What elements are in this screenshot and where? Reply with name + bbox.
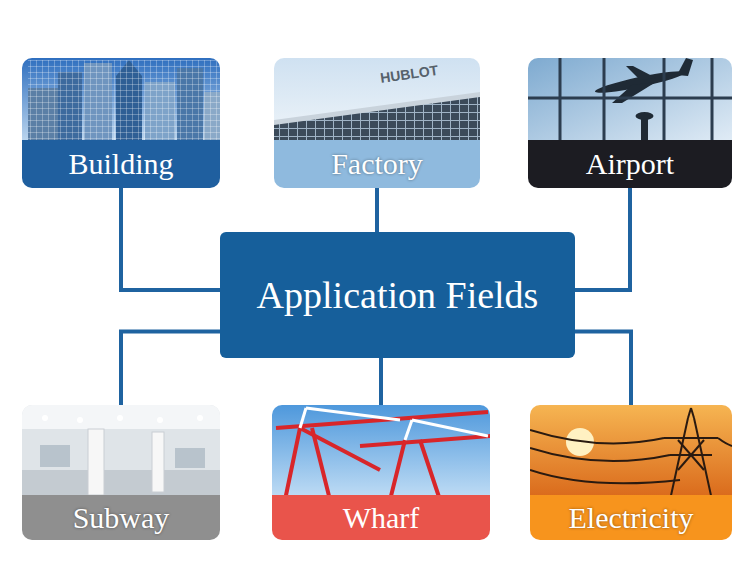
sign-text: HUBLOT — [379, 62, 439, 86]
application-card: Electricity — [530, 405, 732, 540]
card-label: Electricity — [569, 501, 694, 535]
card-label: Wharf — [343, 501, 420, 535]
card-label: Factory — [331, 147, 423, 181]
connector — [121, 332, 220, 405]
connector — [375, 188, 379, 232]
label-band: Airport — [528, 140, 732, 188]
label-band: Wharf — [272, 495, 490, 540]
airport-photo — [528, 58, 732, 148]
application-card: Wharf — [272, 405, 490, 540]
wharf-photo — [272, 405, 490, 500]
hub-title: Application Fields — [257, 273, 539, 317]
connector — [575, 332, 631, 405]
electricity-photo — [530, 405, 732, 500]
connector — [575, 188, 630, 290]
application-card: Subway — [22, 405, 220, 540]
label-band: Subway — [22, 495, 220, 540]
card-label: Subway — [73, 501, 170, 535]
building-photo — [22, 58, 220, 148]
application-card: Airport — [528, 58, 732, 188]
hub-box: Application Fields — [220, 232, 575, 358]
subway-photo — [22, 405, 220, 500]
factory-photo — [274, 58, 480, 148]
connector — [379, 358, 383, 405]
application-card: Factory — [274, 58, 480, 188]
connector — [121, 188, 220, 290]
label-band: Factory — [274, 140, 480, 188]
label-band: Building — [22, 140, 220, 188]
card-label: Building — [68, 147, 173, 181]
label-band: Electricity — [530, 495, 732, 540]
card-label: Airport — [586, 147, 674, 181]
application-card: Building — [22, 58, 220, 188]
